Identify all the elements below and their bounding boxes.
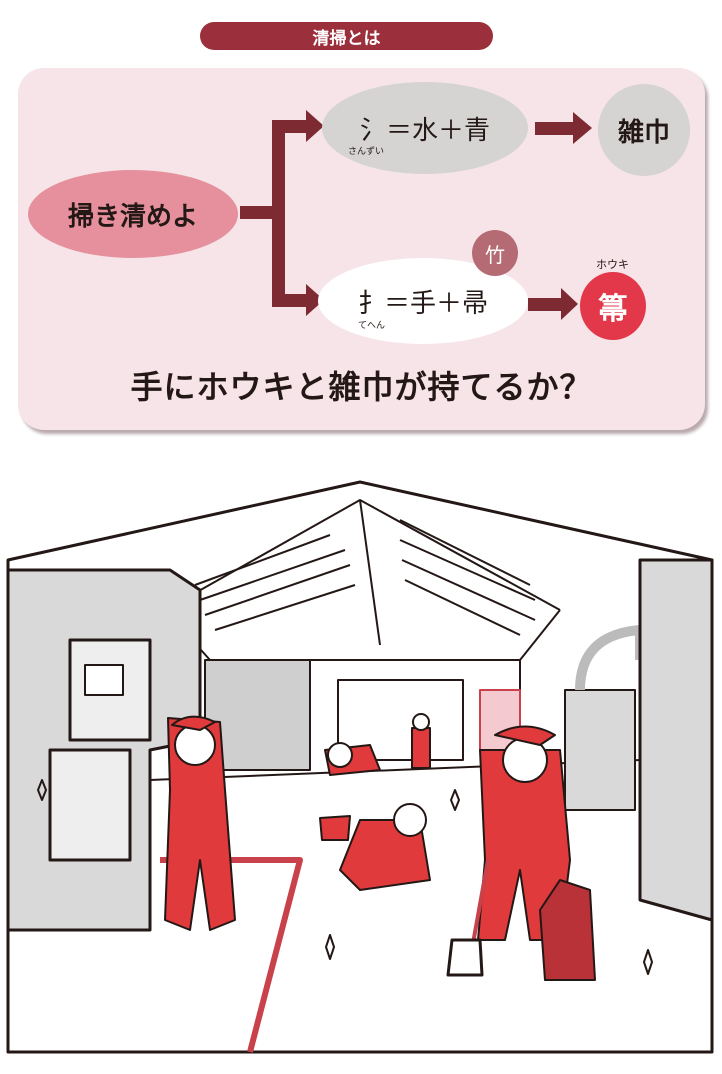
worker-scrubbing-floor bbox=[339, 803, 431, 891]
worker-wiping-machine bbox=[164, 715, 236, 931]
connector-arrows bbox=[240, 110, 592, 320]
root-ellipse: 掃き清めよ bbox=[28, 170, 238, 258]
take-circle: 竹 bbox=[472, 230, 518, 276]
dust-collector bbox=[564, 689, 636, 811]
roof-lines bbox=[194, 519, 536, 636]
back-door bbox=[337, 679, 464, 761]
bottom-formula: 扌＝手＋帚 bbox=[357, 288, 488, 319]
worker-sweeping-back bbox=[411, 713, 431, 769]
right-machine bbox=[638, 558, 714, 922]
houki-reading: ホウキ bbox=[596, 258, 629, 271]
top-formula-ellipse: 氵＝水＋青 bbox=[322, 82, 528, 174]
take-text: 竹 bbox=[485, 242, 505, 267]
sparkle-icons bbox=[37, 779, 653, 975]
workers bbox=[164, 713, 596, 981]
top-formula: 氵＝水＋青 bbox=[359, 115, 490, 146]
bucket bbox=[319, 815, 351, 841]
worker-with-broom bbox=[477, 725, 596, 981]
question-text: 手にホウキと雑巾が持てるか？ bbox=[130, 368, 593, 406]
section-title: 清掃とは bbox=[200, 22, 493, 50]
bottom-reading: てへん bbox=[358, 321, 386, 331]
zoukin-circle: 雑巾 bbox=[598, 84, 690, 176]
broom-head bbox=[446, 938, 484, 977]
factory-cleaning-illustration bbox=[6, 480, 714, 1054]
root-text: 掃き清めよ bbox=[67, 201, 198, 232]
houki-text: 箒 bbox=[598, 292, 628, 327]
top-reading: さんずい bbox=[348, 147, 385, 157]
worker-crawling bbox=[324, 742, 381, 776]
zoukin-text: 雑巾 bbox=[617, 117, 670, 148]
houki-circle: 箒 bbox=[580, 272, 646, 340]
